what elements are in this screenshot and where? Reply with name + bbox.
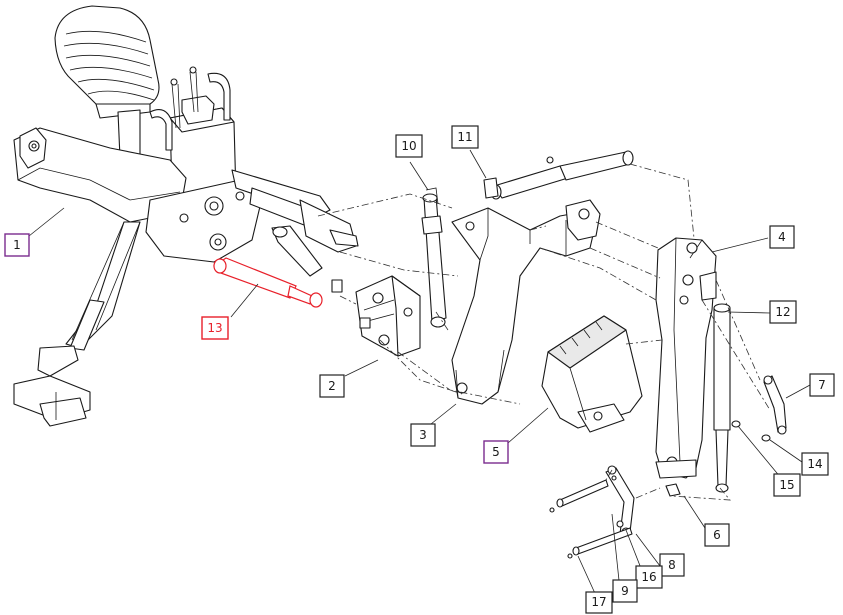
label-8: 8 xyxy=(659,553,685,577)
label-9: 9 xyxy=(612,579,638,603)
label-7: 7 xyxy=(809,373,835,397)
label-12-text: 12 xyxy=(775,305,790,319)
label-7-text: 7 xyxy=(818,378,826,392)
label-5-text: 5 xyxy=(492,445,500,459)
dipper-cylinder xyxy=(483,150,634,200)
boom xyxy=(451,199,601,405)
label-8-text: 8 xyxy=(668,558,676,572)
label-17: 17 xyxy=(585,591,613,614)
links-and-pins xyxy=(549,375,787,559)
label-14-text: 14 xyxy=(807,457,822,471)
label-4-text: 4 xyxy=(778,230,786,244)
label-17-text: 17 xyxy=(591,595,606,609)
label-3-text: 3 xyxy=(419,428,427,442)
label-4: 4 xyxy=(769,225,795,249)
bucket xyxy=(541,315,643,433)
label-16: 16 xyxy=(635,565,663,589)
callout-labels: 1 13 2 3 5 10 11 4 xyxy=(4,125,835,614)
subframe-assembly xyxy=(13,5,359,427)
label-13-text: 13 xyxy=(207,321,222,335)
label-5: 5 xyxy=(483,440,509,464)
label-1-text: 1 xyxy=(13,238,21,252)
label-2: 2 xyxy=(319,374,345,398)
label-14: 14 xyxy=(801,452,829,476)
label-6-text: 6 xyxy=(713,528,721,542)
label-1: 1 xyxy=(4,233,30,257)
label-10-text: 10 xyxy=(401,139,416,153)
label-16-text: 16 xyxy=(641,570,656,584)
bucket-cylinder xyxy=(713,303,731,493)
label-9-text: 9 xyxy=(621,584,629,598)
label-6: 6 xyxy=(704,523,730,547)
label-10: 10 xyxy=(395,134,423,158)
label-11: 11 xyxy=(451,125,479,149)
swing-cylinder-highlighted xyxy=(213,257,323,308)
frame-small-parts xyxy=(271,225,343,293)
leader-lines xyxy=(28,149,811,601)
label-11-text: 11 xyxy=(457,130,472,144)
label-13: 13 xyxy=(201,316,229,340)
boom-cylinder xyxy=(421,187,447,328)
label-15-text: 15 xyxy=(779,478,794,492)
label-15: 15 xyxy=(773,473,801,497)
label-2-text: 2 xyxy=(328,379,336,393)
swing-bracket xyxy=(355,275,421,357)
label-3: 3 xyxy=(410,423,436,447)
label-12: 12 xyxy=(769,300,797,324)
dipper-arm xyxy=(655,237,717,479)
assembly-centerlines xyxy=(317,163,771,501)
